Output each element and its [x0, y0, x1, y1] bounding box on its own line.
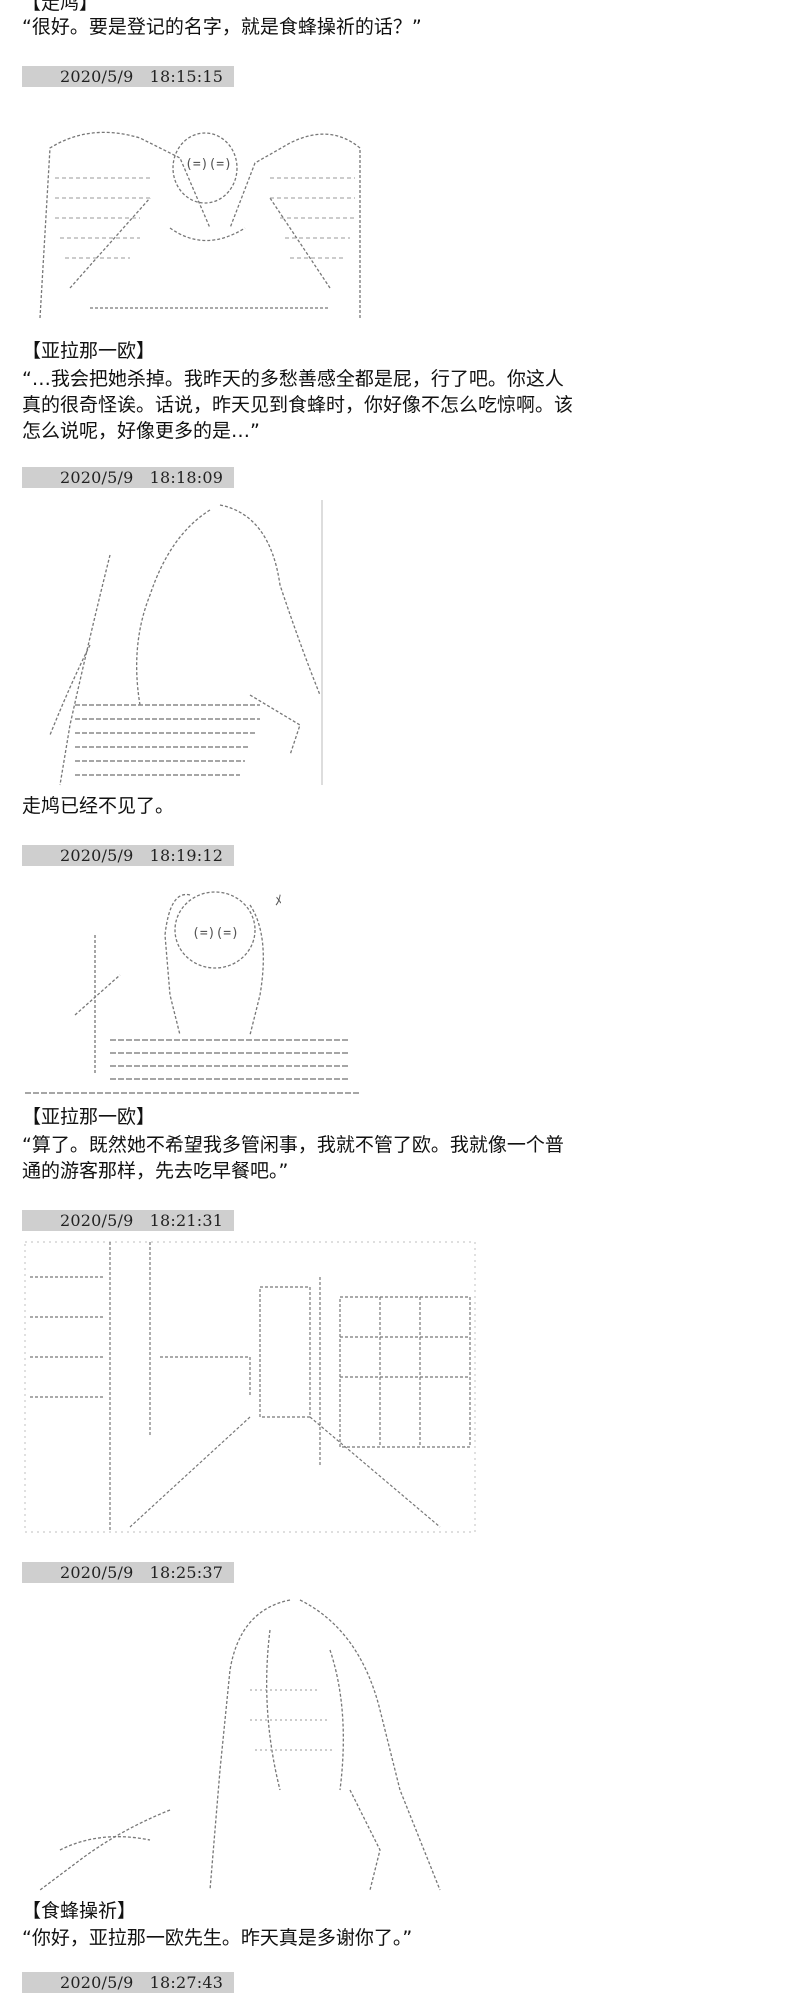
ascii-art-two-figures: (=)(=)	[39, 131, 361, 319]
dialogue-line: “你好，亚拉那一欧先生。昨天真是多谢你了。”	[22, 1927, 413, 1949]
ascii-art-long-hair-figure	[49, 500, 323, 786]
timestamp-bar: 2020/5/9 18:19:12	[22, 845, 234, 866]
face-glyphs: (=)(=)	[192, 926, 239, 941]
face-glyphs: (=)(=)	[185, 157, 232, 172]
timestamp-text: 2020/5/9 18:27:43	[60, 1973, 224, 1992]
anger-vein-glyph: ﾒ	[275, 893, 282, 909]
timestamp-bar: 2020/5/9 18:15:15	[22, 66, 234, 87]
timestamp-text: 2020/5/9 18:18:09	[60, 468, 224, 487]
speaker-label: 【亚拉那一欧】	[22, 1106, 156, 1128]
timestamp-bar: 2020/5/9 18:27:43	[22, 1972, 234, 1993]
speaker-label: 【食蜂操祈】	[22, 1900, 137, 1922]
timestamp-text: 2020/5/9 18:21:31	[60, 1211, 224, 1230]
dialogue-line: 怎么说呢，好像更多的是…”	[22, 420, 260, 442]
timestamp-bar: 2020/5/9 18:21:31	[22, 1210, 234, 1231]
ascii-art-figure-at-table: (=)(=) ﾒ	[25, 891, 360, 1094]
timestamp-text: 2020/5/9 18:25:37	[60, 1563, 224, 1582]
dialogue-line: “很好。要是登记的名字，就是食蜂操祈的话？”	[22, 16, 422, 38]
ascii-art-street-scene	[24, 1241, 476, 1533]
timestamp-bar: 2020/5/9 18:25:37	[22, 1562, 234, 1583]
speaker-label: 【走鸠】	[22, 0, 99, 14]
dialogue-line: 通的游客那样，先去吃早餐吧。”	[22, 1160, 289, 1182]
ascii-art-seated-figure	[39, 1599, 441, 1891]
narration-line: 走鸠已经不见了。	[22, 795, 175, 817]
dialogue-line: “…我会把她杀掉。我昨天的多愁善感全都是屁，行了吧。你这人	[22, 368, 564, 390]
dialogue-line: 真的很奇怪诶。话说，昨天见到食蜂时，你好像不怎么吃惊啊。该	[22, 394, 574, 416]
dialogue-line: “算了。既然她不希望我多管闲事，我就不管了欧。我就像一个普	[22, 1134, 564, 1156]
timestamp-text: 2020/5/9 18:19:12	[60, 846, 224, 865]
timestamp-bar: 2020/5/9 18:18:09	[22, 467, 234, 488]
speaker-label: 【亚拉那一欧】	[22, 340, 156, 362]
timestamp-text: 2020/5/9 18:15:15	[60, 67, 224, 86]
